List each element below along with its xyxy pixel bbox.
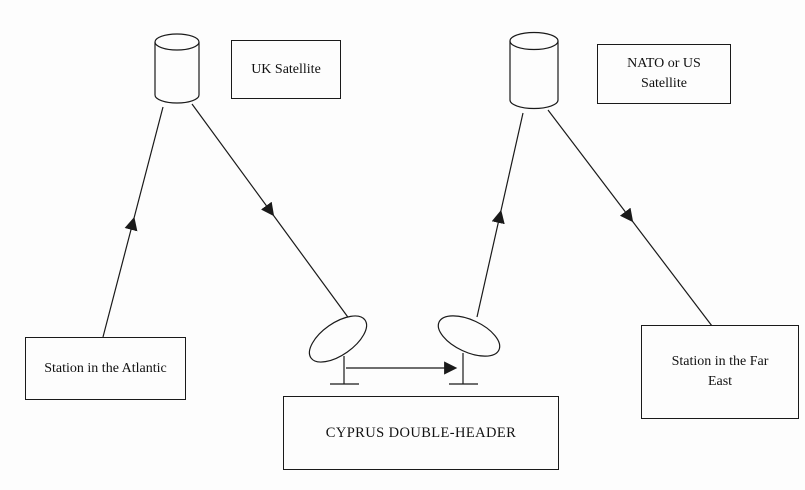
far-east-station-box: Station in the Far East bbox=[641, 325, 799, 419]
nato-satellite-cylinder-icon bbox=[509, 31, 559, 110]
cyprus-double-header-box: CYPRUS DOUBLE-HEADER bbox=[283, 396, 559, 470]
link-right-dish-to-nato-satellite bbox=[476, 112, 524, 318]
link-atlantic-to-uk-satellite bbox=[102, 106, 164, 338]
nato-satellite-label: NATO or US Satellite bbox=[627, 56, 701, 91]
uk-satellite-box: UK Satellite bbox=[231, 40, 341, 99]
cyprus-double-header-label: CYPRUS DOUBLE-HEADER bbox=[325, 424, 517, 441]
link-nato-satellite-to-far-east bbox=[547, 109, 713, 327]
atlantic-station-label: Station in the Atlantic bbox=[44, 360, 167, 376]
far-east-station-label: Station in the Far East bbox=[671, 354, 769, 389]
uk-satellite-cylinder-icon bbox=[154, 33, 200, 104]
uk-satellite-label: UK Satellite bbox=[251, 61, 321, 77]
nato-satellite-box: NATO or US Satellite bbox=[597, 44, 731, 104]
atlantic-station-box: Station in the Atlantic bbox=[25, 337, 186, 400]
right-dish-icon bbox=[437, 315, 501, 385]
left-dish-icon bbox=[308, 315, 368, 385]
link-uk-satellite-to-left-dish bbox=[191, 103, 351, 321]
